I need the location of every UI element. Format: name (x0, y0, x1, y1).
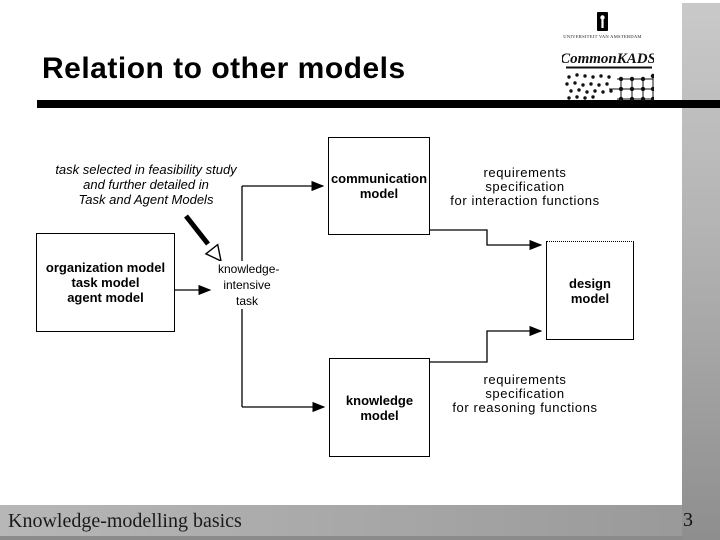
footer-bar (0, 505, 720, 540)
right-accent-bar (682, 3, 720, 540)
box-label: agent model (67, 290, 144, 305)
commonkads-wordmark: CommonKADS (562, 51, 654, 67)
commonkads-logo: CommonKADS (562, 51, 654, 102)
connector-knowledge-to-design (428, 325, 543, 363)
box-label: design (569, 275, 611, 291)
box-label: organization model (45, 260, 166, 275)
feasibility-note-line: task selected in feasibility study (55, 162, 237, 177)
commonkads-dots-icon (565, 73, 613, 100)
knowledge-model-box: knowledge model (329, 358, 430, 457)
reasoning-requirements-note: requirements specification for reasoning… (430, 373, 620, 415)
box-label: model (360, 407, 399, 423)
page-number: 3 (683, 509, 693, 531)
req-line: for reasoning functions (452, 400, 598, 415)
box-label: model (570, 290, 610, 306)
design-model-box: design model (546, 241, 634, 340)
title-underline (37, 100, 720, 108)
box-label: task model (71, 275, 140, 290)
ki-task-line: knowledge- (218, 262, 280, 276)
footer-title: Knowledge-modelling basics (8, 510, 242, 532)
commonkads-lattice-icon (609, 73, 654, 102)
interaction-requirements-note: requirements specification for interacti… (430, 166, 620, 208)
ki-task-line: task (235, 294, 258, 308)
connector-communication-to-design (428, 229, 543, 251)
page-title: Relation to other models (42, 52, 406, 85)
req-line: specification (485, 179, 565, 194)
req-line: for interaction functions (450, 193, 600, 208)
diagonal-arrow-icon (184, 214, 222, 263)
feasibility-note-line: and further detailed in (83, 177, 209, 192)
box-label: knowledge (345, 392, 414, 408)
knowledge-intensive-task-label: knowledge- intensive task (217, 261, 280, 309)
feasibility-note: task selected in feasibility study and f… (46, 162, 246, 207)
university-name: UNIVERSITEIT VAN AMSTERDAM (563, 34, 641, 39)
communication-model-box: communication model (328, 137, 430, 235)
organization-model-box: organization model task model agent mode… (36, 233, 175, 332)
box-label: communication (330, 171, 428, 186)
req-line: specification (485, 386, 565, 401)
university-logo: UNIVERSITEIT VAN AMSTERDAM (563, 12, 641, 39)
req-line: requirements (483, 165, 567, 180)
feasibility-note-line: Task and Agent Models (78, 192, 214, 207)
req-line: requirements (483, 372, 567, 387)
ki-task-line: intensive (223, 278, 271, 292)
box-label: model (359, 186, 399, 201)
